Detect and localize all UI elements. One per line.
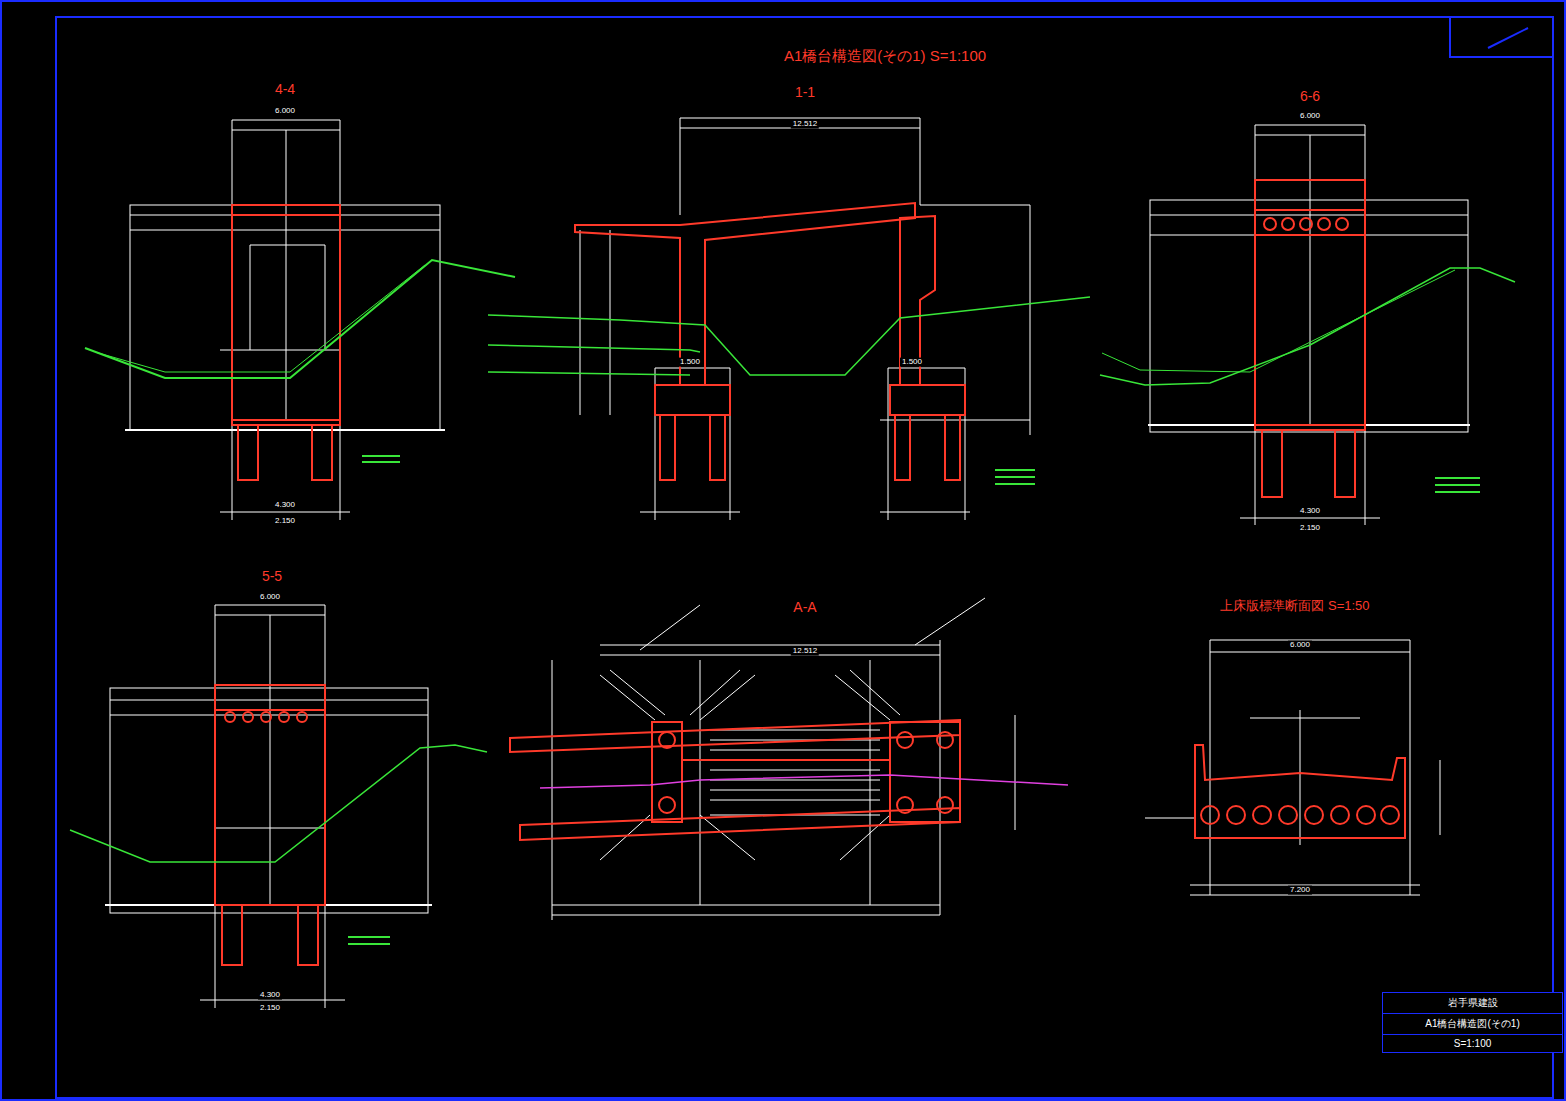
title-block-cell: A1橋台構造図(その1)	[1383, 1014, 1562, 1035]
section-label: 5-5	[260, 569, 284, 584]
dimension-text: 12.512	[791, 120, 819, 129]
section-6-6	[1100, 125, 1515, 525]
section-label: A-A	[791, 600, 818, 615]
plan-a-a	[510, 598, 1068, 920]
dimension-text: 4.300	[273, 501, 297, 510]
section-4-4	[85, 120, 515, 520]
dimension-text: 6.000	[273, 107, 297, 116]
dimension-text: 1.500	[678, 358, 702, 367]
dimension-text: 2.150	[1298, 524, 1322, 533]
section-5-5	[70, 605, 487, 1008]
section-label: 4-4	[273, 82, 297, 97]
deck-section	[1145, 640, 1440, 895]
dimension-text: 7.200	[1288, 886, 1312, 895]
dimension-text: 4.300	[258, 991, 282, 1000]
title-block: 岩手県建設A1橋台構造図(その1)S=1:100	[1382, 992, 1563, 1053]
dimension-text: 1.500	[900, 358, 924, 367]
dimension-text: 4.300	[1298, 507, 1322, 516]
section-label: 6-6	[1298, 89, 1322, 104]
dimension-text: 6.000	[258, 593, 282, 602]
dimension-text: 2.150	[258, 1004, 282, 1013]
section-label: 上床版標準断面図 S=1:50	[1218, 599, 1371, 613]
title-block-cell: 岩手県建設	[1383, 993, 1562, 1014]
section-label: 1-1	[793, 85, 817, 100]
dimension-text: 6.000	[1288, 641, 1312, 650]
title-block-cell: S=1:100	[1383, 1035, 1562, 1052]
dimension-text: 12.512	[791, 647, 819, 656]
dimension-text: 2.150	[273, 517, 297, 526]
dimension-text: 6.000	[1298, 112, 1322, 121]
section-1-1	[488, 118, 1090, 520]
sheet-title: A1橋台構造図(その1) S=1:100	[781, 47, 989, 66]
